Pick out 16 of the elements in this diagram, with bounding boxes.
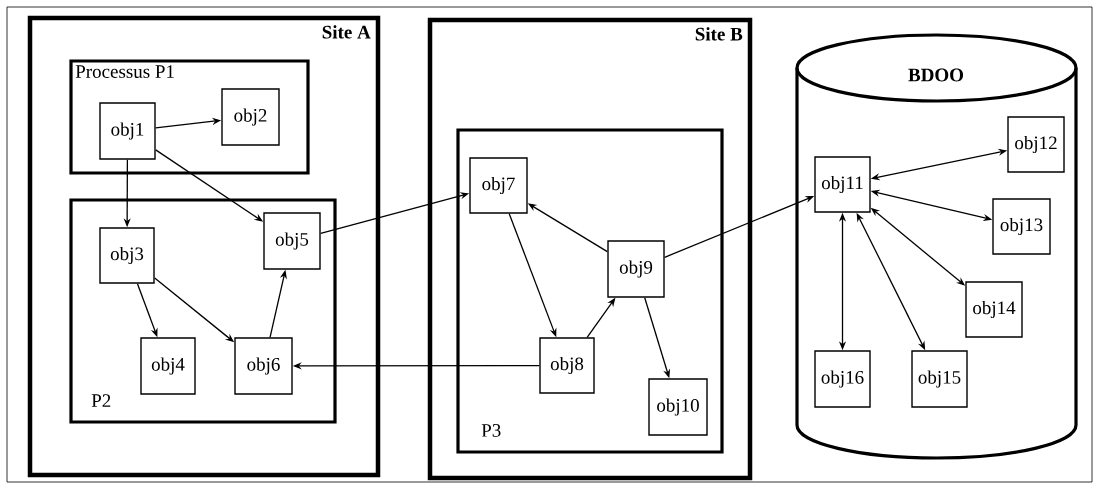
object-box: obj1 <box>99 102 156 160</box>
object-box: obj7 <box>469 157 528 214</box>
object-box: obj2 <box>221 88 280 146</box>
object-box: obj12 <box>1007 116 1065 173</box>
object-box: obj14 <box>965 281 1023 338</box>
object-box: obj15 <box>911 350 968 408</box>
object-box: obj4 <box>140 337 196 395</box>
object-box: obj8 <box>539 337 595 394</box>
object-box: obj10 <box>648 378 708 436</box>
object-box: obj16 <box>814 350 871 408</box>
object-box: obj11 <box>814 156 871 213</box>
object-box: obj9 <box>607 240 665 298</box>
object-box: obj6 <box>234 337 293 395</box>
object-box: obj5 <box>263 212 321 270</box>
object-box: obj13 <box>992 198 1051 255</box>
object-box: obj3 <box>99 227 155 284</box>
